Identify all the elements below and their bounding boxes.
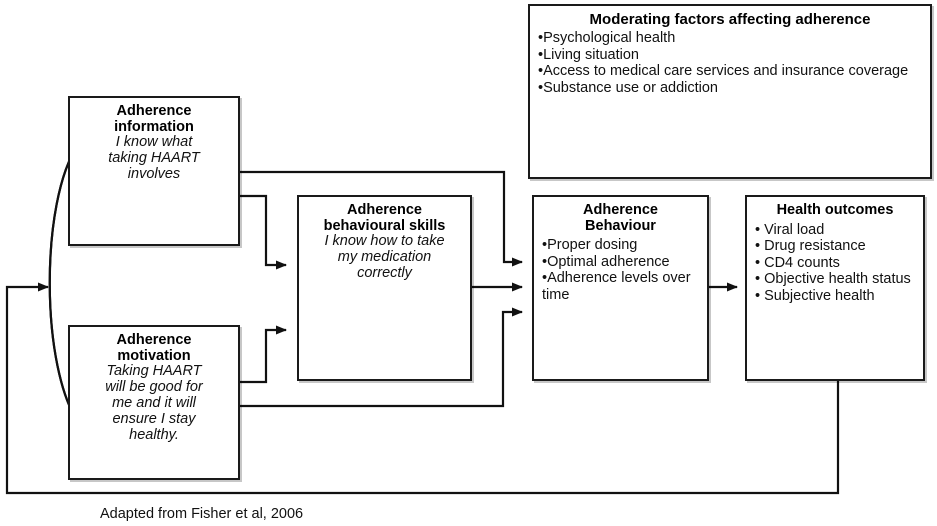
skills-subtitle-line1: I know how to take: [324, 233, 445, 250]
list-item: •Substance use or addiction: [538, 79, 718, 96]
box-adherence-behavioural-skills[interactable]: Adherence behavioural skills I know how …: [297, 195, 472, 381]
outcomes-title: Health outcomes: [776, 202, 894, 218]
list-item: •Living situation: [538, 46, 639, 63]
connector-outcomes-feedback: [5, 282, 840, 495]
box-adherence-behaviour[interactable]: Adherence Behaviour •Proper dosing •Opti…: [532, 195, 709, 381]
box-adherence-information[interactable]: Adherence information I know what taking…: [68, 96, 240, 246]
information-subtitle-line2: taking HAART: [108, 150, 200, 167]
list-item: •Access to medical care services and ins…: [538, 63, 909, 80]
information-title-line2: information: [114, 118, 194, 135]
list-item: •Proper dosing: [542, 237, 638, 254]
motivation-title-line2: motivation: [117, 347, 191, 364]
motivation-subtitle-line2: will be good for: [105, 379, 203, 396]
skills-subtitle-line2: my medication: [337, 249, 432, 266]
list-item: •Psychological health: [538, 30, 676, 47]
list-item: • Subjective health: [755, 287, 875, 304]
list-item: • Viral load: [755, 221, 825, 238]
moderating-title: Moderating factors affecting adherence: [589, 11, 871, 28]
list-item: • Drug resistance: [755, 238, 866, 255]
list-item: • Objective health status: [755, 271, 911, 288]
information-title-line1: Adherence: [116, 103, 192, 119]
list-item: •Adherence levels over time: [542, 270, 691, 303]
motivation-subtitle-line1: Taking HAART: [106, 363, 202, 380]
connector-motivation-to-behaviour: [240, 307, 523, 408]
motivation-subtitle-line5: healthy.: [129, 427, 179, 444]
connector-information-to-skills: [240, 194, 287, 270]
box-adherence-motivation[interactable]: Adherence motivation Taking HAART will b…: [68, 325, 240, 480]
box-health-outcomes[interactable]: Health outcomes • Viral load • Drug resi…: [745, 195, 925, 381]
list-item: •Optimal adherence: [542, 253, 670, 270]
information-subtitle-line3: involves: [127, 166, 181, 183]
skills-title-line2: behavioural skills: [323, 217, 446, 234]
behaviour-bullet-list: •Proper dosing •Optimal adherence •Adher…: [542, 237, 699, 303]
box-moderating-factors[interactable]: Moderating factors affecting adherence •…: [528, 4, 932, 179]
motivation-subtitle-line3: me and it will: [112, 395, 196, 412]
behaviour-title-line1: Adherence: [583, 202, 658, 218]
figure-caption: Adapted from Fisher et al, 2006: [100, 506, 304, 522]
moderating-bullet-list: •Psychological health •Living situation …: [538, 30, 922, 96]
outcomes-bullet-list: • Viral load • Drug resistance • CD4 cou…: [755, 222, 915, 305]
behaviour-title-line2: Behaviour: [585, 217, 656, 234]
skills-title-line1: Adherence: [347, 202, 422, 218]
motivation-title-line1: Adherence: [116, 332, 192, 348]
skills-subtitle-line3: correctly: [357, 265, 412, 282]
motivation-subtitle-line4: ensure I stay: [112, 411, 196, 428]
connector-motivation-to-skills: [240, 325, 287, 384]
list-item: • CD4 counts: [755, 254, 840, 271]
information-subtitle-line1: I know what: [115, 134, 193, 151]
connector-information-to-behaviour: [240, 170, 523, 267]
